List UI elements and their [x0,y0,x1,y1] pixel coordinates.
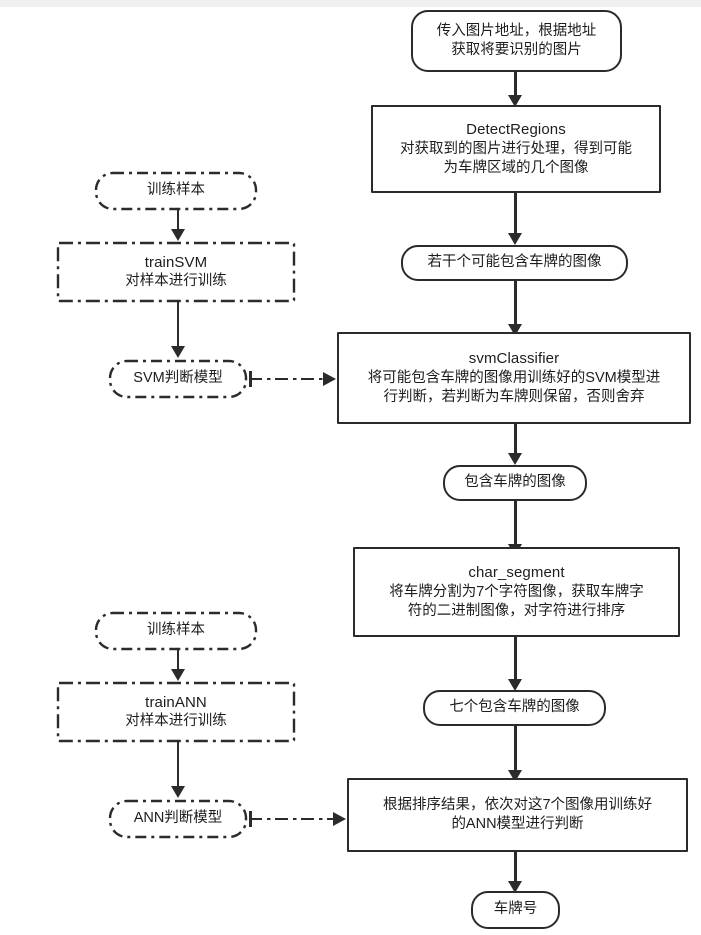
node-candidate-images[interactable]: 若干个可能包含车牌的图像 [401,245,628,281]
node-char-segment-title: char_segment [468,563,565,581]
edge-start-to-detect-arrowhead [508,95,522,107]
node-train-ann-line1: 对样本进行训练 [125,713,227,730]
edge-start-to-detect [514,72,517,98]
node-ann-judge-line1: 根据排序结果，依次对这7个图像用训练好 [382,796,653,813]
node-start-line2: 获取将要识别的图片 [451,42,582,58]
edge-annsamples-to-trainann [177,649,180,671]
node-detect-regions[interactable]: DetectRegions 对获取到的图片进行处理，得到可能 为车牌区域的几个图… [371,105,661,193]
node-svm-model[interactable]: SVM判断模型 [110,361,246,397]
node-detect-regions-line1: 对获取到的图片进行处理，得到可能 [400,140,632,157]
node-ann-samples-line1: 训练样本 [147,622,205,639]
edge-annmodel-to-annjudge [249,817,333,821]
node-train-svm-line1: 对样本进行训练 [125,273,227,290]
node-candidate-images-line1: 若干个可能包含车牌的图像 [427,254,602,271]
node-svm-classifier[interactable]: svmClassifier 将可能包含车牌的图像用训练好的SVM模型进 行判断，… [337,332,691,424]
edge-detect-to-candidates [514,193,517,236]
top-band [0,0,701,7]
node-char-segment[interactable]: char_segment 将车牌分割为7个字符图像，获取车牌字 符的二进制图像，… [353,547,680,637]
node-detect-regions-title: DetectRegions [466,120,566,138]
node-plate-image[interactable]: 包含车牌的图像 [443,465,587,501]
edge-charseg-to-seven-arrowhead [508,679,522,691]
edge-candidates-to-svm [514,281,517,327]
node-char-segment-line1: 将车牌分割为7个字符图像，获取车牌字 [389,583,644,600]
node-svm-classifier-line1: 将可能包含车牌的图像用训练好的SVM模型进 [367,369,661,386]
edge-annsamples-to-trainann-arrowhead [170,669,185,681]
edge-plate-image-to-charseg [514,501,517,547]
node-plate-image-line1: 包含车牌的图像 [464,474,566,491]
node-char-segment-line2: 符的二进制图像，对字符进行排序 [407,602,626,619]
node-ann-samples[interactable]: 训练样本 [96,613,256,649]
node-svm-classifier-title: svmClassifier [468,349,560,367]
node-ann-model[interactable]: ANN判断模型 [110,801,246,837]
node-plate-number[interactable]: 车牌号 [471,891,560,929]
edge-svmmodel-to-svmclassifier [249,377,323,381]
node-ann-judge[interactable]: 根据排序结果，依次对这7个图像用训练好 的ANN模型进行判断 [347,778,688,852]
node-svm-classifier-line2: 行判断，若判断为车牌则保留，否则舍弃 [383,388,645,405]
edge-annjudge-to-platenumber-arrowhead [508,881,522,893]
node-seven-images-line1: 七个包含车牌的图像 [449,699,580,716]
node-train-ann-title: trainANN [145,693,207,711]
node-svm-samples-line1: 训练样本 [147,182,205,199]
edge-svm-to-plate-image [514,424,517,456]
node-detect-regions-line2: 为车牌区域的几个图像 [443,159,589,176]
edge-annmodel-to-annjudge-arrowhead [333,811,346,826]
edge-charseg-to-seven [514,637,517,682]
edge-annjudge-to-platenumber [514,852,517,884]
node-ann-model-line1: ANN判断模型 [133,810,223,827]
edge-seven-to-annjudge [514,726,517,773]
edge-svmsamples-to-trainsvm-arrowhead [170,229,185,241]
edge-svmmodel-to-svmclassifier-arrowhead [323,371,336,386]
edge-trainann-to-annmodel [177,741,180,788]
node-seven-images[interactable]: 七个包含车牌的图像 [423,690,606,726]
node-svm-samples[interactable]: 训练样本 [96,173,256,209]
node-train-svm-title: trainSVM [144,253,208,271]
node-start[interactable]: 传入图片地址，根据地址 获取将要识别的图片 [411,10,622,72]
node-train-ann[interactable]: trainANN 对样本进行训练 [58,683,294,741]
node-ann-judge-line2: 的ANN模型进行判断 [451,816,584,832]
edge-detect-to-candidates-arrowhead [508,233,522,245]
node-svm-model-line1: SVM判断模型 [133,370,223,387]
edge-trainsvm-to-svmmodel-arrowhead [170,346,185,358]
edge-trainann-to-annmodel-arrowhead [170,786,185,798]
node-start-line1: 传入图片地址，根据地址 [436,22,597,39]
edge-trainsvm-to-svmmodel [177,301,180,348]
node-train-svm[interactable]: trainSVM 对样本进行训练 [58,243,294,301]
node-plate-number-line1: 车牌号 [493,901,538,918]
edge-svmsamples-to-trainsvm [177,209,180,231]
edge-svm-to-plate-image-arrowhead [508,453,522,465]
